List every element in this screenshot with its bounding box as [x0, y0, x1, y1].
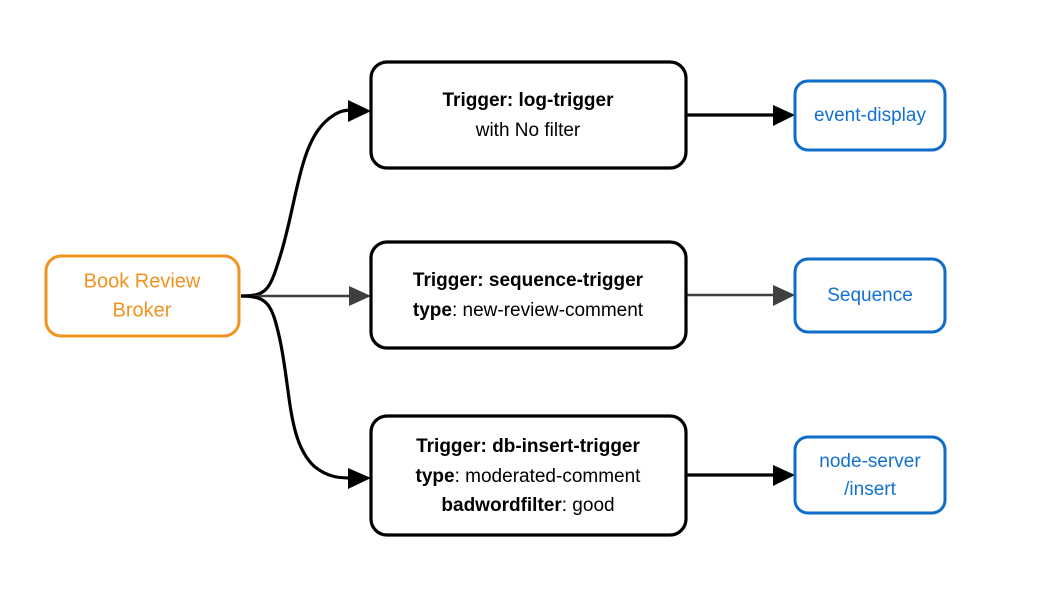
- log-trigger-line-1: Trigger: log-trigger: [443, 90, 615, 111]
- db-insert-trigger-box[interactable]: [369, 414, 688, 537]
- log-trigger-line-2: with No filter: [475, 120, 581, 141]
- event-display-label: event-display: [814, 105, 926, 126]
- node-book-review-broker[interactable]: Book Review Broker: [44, 254, 241, 338]
- event-display-box[interactable]: [793, 79, 947, 152]
- node-server-label-line-1: node-server: [819, 451, 921, 472]
- edge-broker-to-db-insert-trigger: [240, 294, 371, 489]
- db-insert-trigger-line-2-normal: : moderated-comment: [455, 466, 642, 487]
- log-trigger-line-1-bold: Trigger: log-trigger: [443, 90, 615, 111]
- db-insert-trigger-line-3-normal: : good: [562, 495, 615, 516]
- node-node-server-insert[interactable]: node-server /insert: [793, 435, 947, 515]
- arrowhead-broker-db-insert: [348, 468, 371, 489]
- arrowhead-log-event-display: [773, 105, 795, 126]
- edge-path-broker-log: [240, 108, 353, 298]
- sequence-trigger-line-1-bold: Trigger: sequence-trigger: [413, 270, 644, 291]
- node-db-insert-trigger[interactable]: Trigger: db-insert-trigger type: moderat…: [369, 414, 688, 537]
- edge-db-insert-trigger-to-node-server: [686, 465, 795, 486]
- sequence-trigger-box[interactable]: [369, 240, 688, 350]
- sequence-trigger-line-2-normal: : new-review-comment: [452, 300, 644, 321]
- arrowhead-db-node-server: [773, 465, 795, 486]
- sequence-trigger-line-2-bold: type: [413, 300, 452, 321]
- sequence-trigger-line-1: Trigger: sequence-trigger: [413, 270, 644, 291]
- broker-label-line-1: Book Review: [84, 270, 201, 292]
- log-trigger-box[interactable]: [369, 60, 688, 170]
- node-event-display[interactable]: event-display: [793, 79, 947, 152]
- edge-broker-to-sequence-trigger: [241, 286, 371, 306]
- node-server-label-line-2: /insert: [844, 479, 896, 500]
- log-trigger-line-2-normal: with No filter: [475, 120, 581, 141]
- broker-box[interactable]: [44, 254, 241, 338]
- sequence-label: Sequence: [827, 285, 913, 306]
- arrowhead-broker-sequence: [349, 286, 371, 306]
- arrowhead-broker-log: [348, 100, 371, 122]
- node-log-trigger[interactable]: Trigger: log-trigger with No filter: [369, 60, 688, 170]
- db-insert-trigger-line-2-bold: type: [416, 466, 455, 487]
- sequence-box[interactable]: [793, 257, 947, 334]
- db-insert-trigger-line-3-bold: badwordfilter: [441, 495, 562, 516]
- db-insert-trigger-line-1-bold: Trigger: db-insert-trigger: [416, 436, 640, 457]
- node-server-box[interactable]: [793, 435, 947, 515]
- edge-log-trigger-to-event-display: [686, 105, 795, 126]
- sequence-trigger-line-2: type: new-review-comment: [413, 300, 644, 321]
- edge-sequence-trigger-to-sequence: [686, 285, 795, 306]
- edge-broker-to-log-trigger: [240, 100, 371, 298]
- broker-label-line-2: Broker: [113, 299, 172, 321]
- edge-path-broker-db-insert: [240, 294, 353, 480]
- db-insert-trigger-line-2: type: moderated-comment: [416, 466, 642, 487]
- db-insert-trigger-line-1: Trigger: db-insert-trigger: [416, 436, 640, 457]
- arrowhead-sequence-endpoint: [773, 285, 795, 306]
- node-sequence-trigger[interactable]: Trigger: sequence-trigger type: new-revi…: [369, 240, 688, 350]
- db-insert-trigger-line-3: badwordfilter: good: [441, 495, 614, 516]
- node-sequence[interactable]: Sequence: [793, 257, 947, 334]
